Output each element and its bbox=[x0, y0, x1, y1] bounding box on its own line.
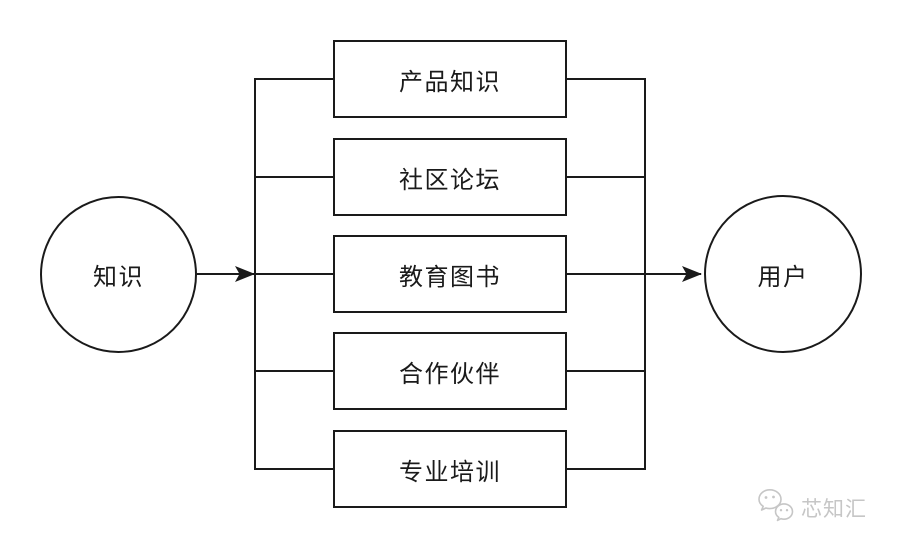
watermark: 芯知汇 bbox=[756, 487, 867, 527]
channel-box-label: 教育图书 bbox=[399, 263, 501, 291]
channel-box-partners: 合作伙伴 bbox=[333, 332, 567, 410]
channel-box-professional-training: 专业培训 bbox=[333, 430, 567, 508]
channel-box-product-knowledge: 产品知识 bbox=[333, 40, 567, 118]
node-user-label: 用户 bbox=[757, 263, 809, 291]
node-knowledge: 知识 bbox=[40, 196, 197, 353]
channel-box-label: 社区论坛 bbox=[399, 166, 501, 194]
node-user: 用户 bbox=[704, 195, 862, 353]
watermark-text: 芯知汇 bbox=[801, 497, 867, 521]
channel-box-education-books: 教育图书 bbox=[333, 235, 567, 313]
channel-box-label: 专业培训 bbox=[399, 458, 501, 486]
channel-box-label: 产品知识 bbox=[399, 68, 501, 96]
wechat-chat-bubbles-icon bbox=[758, 489, 794, 522]
channel-box-community-forum: 社区论坛 bbox=[333, 138, 567, 216]
channel-box-label: 合作伙伴 bbox=[399, 360, 501, 388]
node-knowledge-label: 知识 bbox=[93, 264, 144, 291]
